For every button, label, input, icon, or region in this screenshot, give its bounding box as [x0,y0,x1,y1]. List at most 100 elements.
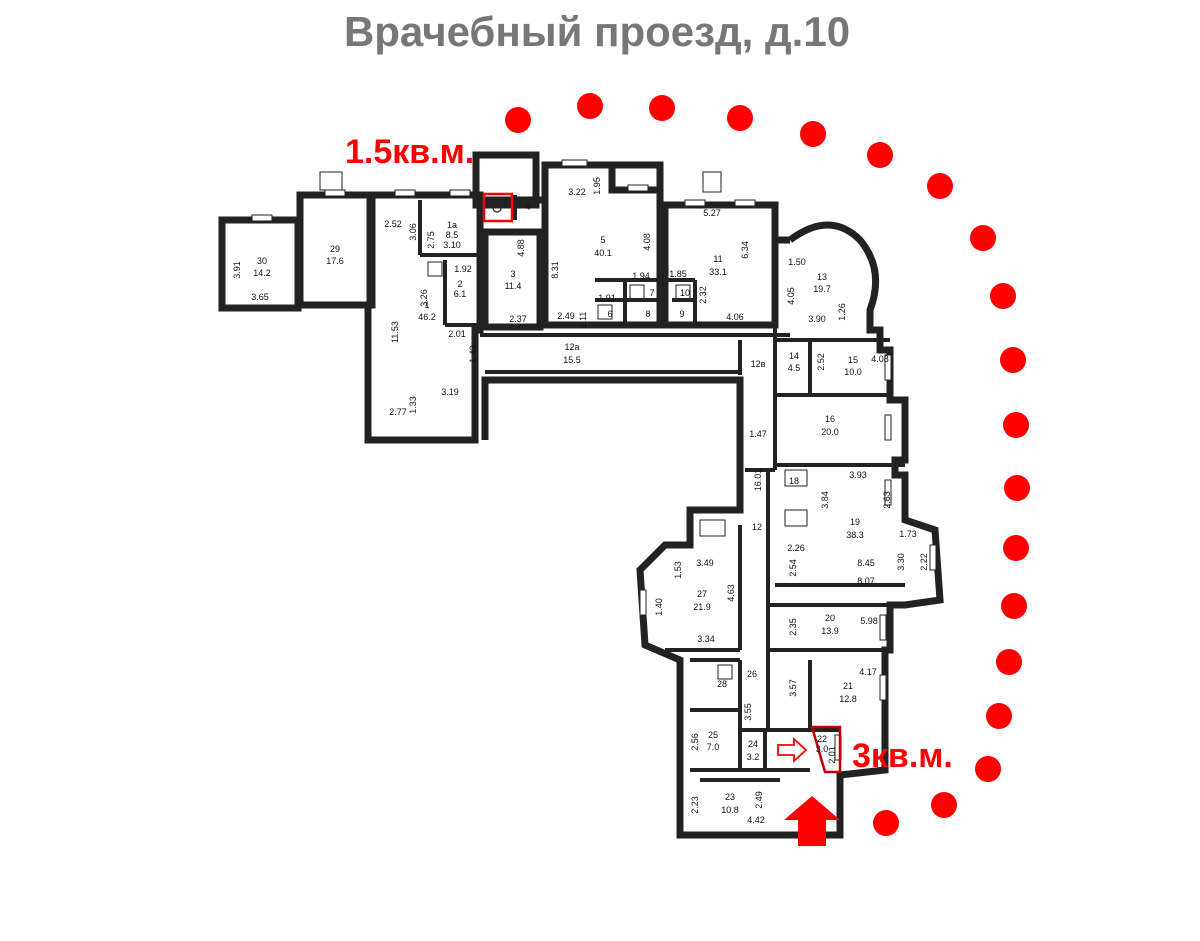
room-number: 23 [725,792,735,802]
room-number: 16 [825,414,835,424]
dimension-label: 2.56 [690,733,700,751]
room-area: 12.8 [839,694,857,704]
room-area: 3.2 [747,752,760,762]
dimension-label: 3.57 [788,679,798,697]
room-number: 4 [525,202,530,212]
room-number: 12в [751,359,766,369]
dimension-label: 5.27 [703,208,721,218]
dimension-label: 8.31 [550,261,560,279]
dimension-label: 2.49 [557,311,575,321]
dimension-label: 1.53 [673,561,683,579]
dimension-label: 2.52 [816,353,826,371]
room-area: 13.9 [821,626,839,636]
dimension-label: 11.53 [390,321,400,343]
dimension-label: 1.33 [408,396,418,414]
dimension-label: 4.17 [859,667,877,677]
room-number: 26 [747,669,757,679]
dimension-label: 5.98 [860,616,878,626]
dimension-label: 1.11 [578,312,588,329]
dimension-label: 1.92 [454,264,472,274]
room-area: 10.0 [844,367,862,377]
room-number: 12 [752,522,762,532]
dimension-label: 6.34 [740,241,750,259]
dimension-label: 2.22 [919,553,929,571]
dimension-label: 2.54 [788,559,798,577]
dimension-label: 1.94 [632,271,650,281]
dimension-label: 2.52 [384,219,402,229]
toilet-icon [492,203,502,213]
dimension-label: 3.34 [697,634,715,644]
room-number: 22 [817,734,827,744]
red-up-arrow-icon [784,796,840,846]
dimension-label: 3.93 [849,470,867,480]
dimension-label: 2.01 [827,746,837,764]
dimension-label: 4.88 [516,239,526,257]
dimension-label: 2.35 [788,618,798,636]
room-number: 21 [843,681,853,691]
dimension-label: 1.95 [592,177,602,195]
dimension-label: 4.63 [726,584,736,602]
room-area: 10.8 [721,805,739,815]
room-number: 12а [564,342,579,352]
dimension-label: 4.08 [642,233,652,251]
outline-right-arrow-icon [777,736,808,764]
room-number: 14 [789,351,799,361]
room-area: 17.6 [326,256,344,266]
room-area: 11.4 [505,281,522,291]
room-area: 4.5 [788,363,801,373]
room-number: 1 [424,300,429,310]
room-area: 14.2 [253,268,271,278]
room-area: 3.0 [816,744,829,754]
dimension-label: 1.50 [788,257,806,267]
room-area: 33.1 [709,267,727,277]
plan-title: Врачебный проезд, д.10 [344,8,850,55]
room-number: 11 [713,254,722,264]
dimension-label: 3.90 [808,314,826,324]
dimension-label: 2.01 [448,329,466,339]
dimension-label: 1.91 [598,293,616,303]
wc-fixtures [427,261,808,680]
room-number: 24 [748,739,758,749]
room-area: 20.0 [821,427,839,437]
dimension-label: 4.06 [726,312,744,322]
dimension-label: 3.26 [419,289,429,307]
dimension-label: 2.63 [882,491,892,509]
room-number: 15 [848,355,858,365]
room-number: 20 [825,613,835,623]
dimension-label: 1.43 [468,345,478,363]
dimension-label: 3.10 [443,240,461,250]
dimension-label: 2.49 [754,791,764,809]
room-area: 40.1 [594,248,612,258]
highlight-room-22 [810,725,842,774]
dimension-label: 3.84 [820,491,830,509]
dimension-label: 2.32 [698,286,708,304]
dimension-label: 3.55 [743,703,753,721]
room-number: 18 [789,476,799,486]
dimension-label: 4.08 [871,354,889,364]
highlight-room-wc [482,192,514,223]
room-number: 13 [817,272,827,282]
room-number: 28 [717,679,727,689]
dimension-label: 1.26 [837,303,847,321]
room-number: 19 [850,517,860,527]
room-number: 3 [510,269,515,279]
dimension-label: 3.30 [896,553,906,571]
room-area: 19.7 [813,284,831,294]
dimension-label: 3.49 [696,558,714,568]
room-number: 10 [680,288,690,298]
room-area: 21.9 [693,602,711,612]
interior-walls [418,195,905,782]
room-number: 30 [257,256,267,266]
dimension-label: 16.01 [753,469,763,492]
room-number: 5 [600,235,605,245]
dimension-label: 8.45 [857,558,875,568]
dimension-label: 2.75 [426,231,436,249]
dimension-label: 3.91 [232,261,242,279]
room-number: 29 [330,244,340,254]
room-number: 9 [679,309,684,319]
room-area: 8.5 [446,230,459,240]
room-number: 6 [607,309,612,319]
room-number: 1а [447,220,457,230]
room-area: 6.1 [454,289,467,299]
